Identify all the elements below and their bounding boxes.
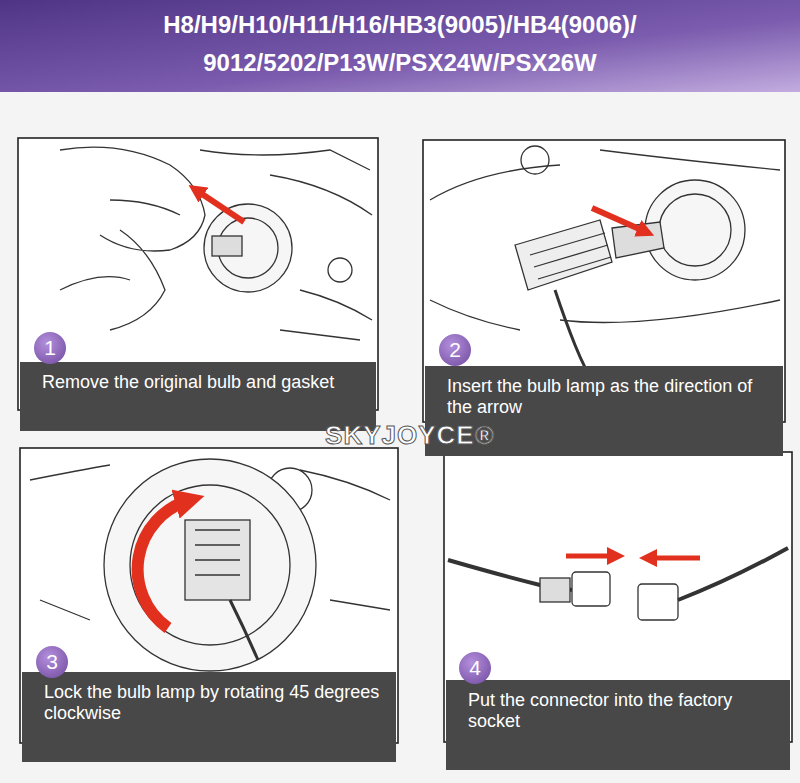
caption-text: 2 <box>439 334 471 366</box>
caption-text: Insert the bulb lamp as the direction of… <box>447 376 769 418</box>
connector <box>572 572 610 606</box>
hand <box>60 147 205 330</box>
housing-lines <box>430 150 780 330</box>
header-band <box>0 0 800 92</box>
title: H8/H9/H10/H11/H16/HB3(9005)/HB4(9006)/ 9… <box>110 6 690 82</box>
arrow <box>196 190 244 222</box>
bulb-base <box>185 520 250 600</box>
paper <box>0 92 800 783</box>
caption-text: Lock the bulb lamp by rotating 45 degree… <box>44 682 382 724</box>
wire <box>230 600 258 660</box>
panel-frame <box>20 448 398 743</box>
step-number: 1 <box>34 332 66 364</box>
bulb <box>212 236 242 256</box>
caption-text: 4 <box>459 652 491 684</box>
housing-lines <box>200 150 372 340</box>
panel-2-art <box>423 140 785 422</box>
socket-ring <box>104 459 316 671</box>
wire-boot <box>540 578 570 602</box>
panel-3-art <box>20 448 398 743</box>
caption-text: 3 <box>36 646 68 678</box>
rotate-arrow <box>138 500 190 628</box>
cap <box>521 146 549 174</box>
panel-frame <box>423 140 785 422</box>
caption-text: 1 <box>34 332 66 364</box>
connector <box>638 584 678 620</box>
step-number: 2 <box>439 334 471 366</box>
screw <box>328 258 352 282</box>
socket <box>204 204 292 292</box>
caption-text: Remove the original bulb and gasket <box>42 372 362 393</box>
caption-text: Put the connector into the factory socke… <box>468 690 776 732</box>
caption-band: Remove the original bulb and gasket1 <box>20 362 376 431</box>
arrow <box>566 554 616 559</box>
step-number: 3 <box>36 646 68 678</box>
socket-inner <box>130 485 290 645</box>
caption-band: Lock the bulb lamp by rotating 45 degree… <box>22 672 396 762</box>
fins <box>195 530 240 575</box>
fins <box>530 233 611 279</box>
arrow <box>592 208 646 232</box>
step-number: 4 <box>459 652 491 684</box>
arrow <box>648 556 700 561</box>
heatsink <box>515 220 612 290</box>
caption-band: Put the connector into the factory socke… <box>446 680 790 770</box>
socket-inner <box>659 194 731 266</box>
watermark: SKYJOYCE® <box>280 421 540 449</box>
